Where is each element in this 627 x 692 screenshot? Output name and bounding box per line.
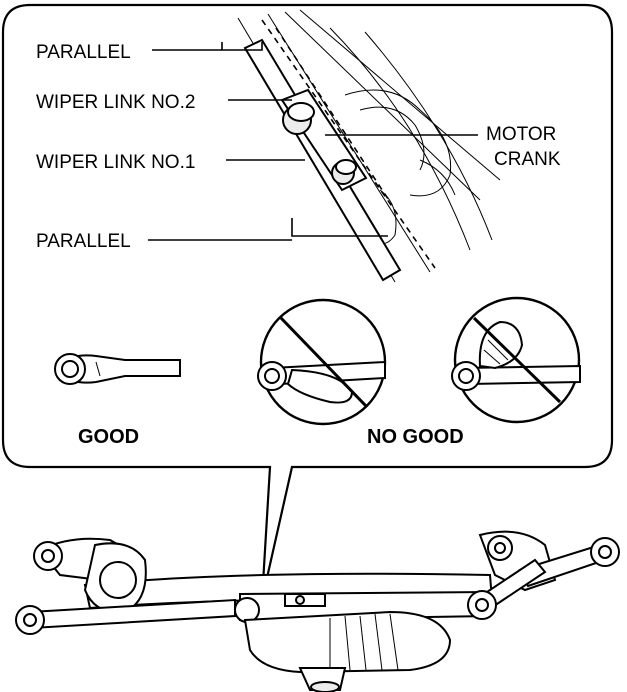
- wiper-linkage-assembly: [15, 530, 620, 692]
- good-example-link: [54, 353, 181, 385]
- label-parallel-top: PARALLEL: [36, 42, 131, 63]
- label-no-good: NO GOOD: [367, 426, 464, 448]
- label-wiper-link-1: WIPER LINK NO.1: [36, 152, 195, 173]
- label-good: GOOD: [78, 426, 139, 448]
- no-good-example-1: [257, 298, 387, 426]
- label-wiper-link-2: WIPER LINK NO.2: [36, 92, 195, 113]
- label-parallel-bottom: PARALLEL: [36, 231, 131, 252]
- label-crank: CRANK: [494, 149, 561, 170]
- no-good-example-2: [451, 296, 581, 424]
- label-motor: MOTOR: [486, 124, 556, 145]
- callout-leaders: [148, 49, 478, 241]
